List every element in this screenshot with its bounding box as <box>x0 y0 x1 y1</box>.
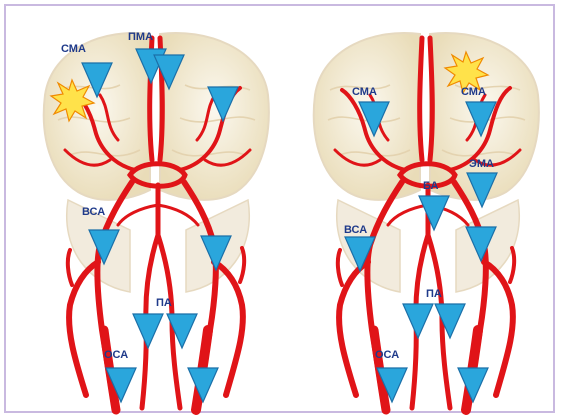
right-label-ica: ВСА <box>344 224 367 236</box>
left-brain-hemisphere-l <box>44 33 150 200</box>
right-label-ba: БА <box>423 180 438 192</box>
right-label-va: ПА <box>426 288 442 300</box>
left-label-mca: СМА <box>61 43 86 55</box>
right-label-cca: ОСА <box>375 349 399 361</box>
right-panel: СМА СМА БА ЭМА ВСА ПА ОСА <box>314 33 539 410</box>
left-panel: СМА ПМА ВСА ПА ОСА <box>44 31 269 410</box>
left-label-ica: ВСА <box>82 206 105 218</box>
right-label-eca: ЭМА <box>469 158 494 170</box>
left-cca-right-marker-icon <box>188 368 218 402</box>
left-label-aca: ПМА <box>128 31 153 43</box>
left-va-marker-1-icon <box>133 314 163 348</box>
right-va-marker-1-icon <box>403 304 433 338</box>
left-label-cca: ОСА <box>104 349 128 361</box>
right-label-mca-right: СМА <box>461 86 486 98</box>
left-label-va: ПА <box>156 297 172 309</box>
right-label-mca-left: СМА <box>352 86 377 98</box>
right-cca-right-marker-icon <box>458 368 488 402</box>
right-va-marker-2-icon <box>435 304 465 338</box>
right-ba-marker-icon <box>419 196 449 230</box>
